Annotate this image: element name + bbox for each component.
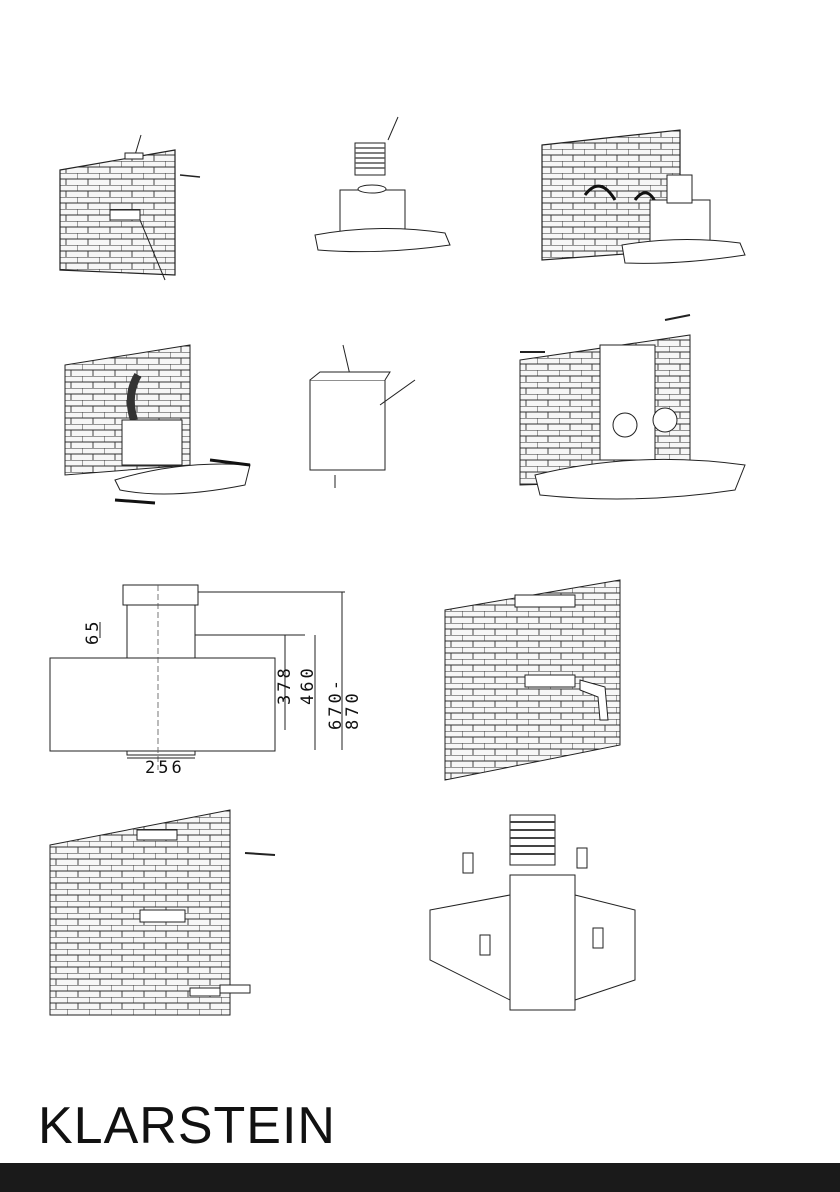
step-9-wall-plugs [45, 805, 285, 1015]
footer-bar [0, 1163, 840, 1192]
screw-icon [480, 935, 490, 955]
screw-icon [665, 315, 690, 320]
screw-icon [593, 928, 603, 948]
chimney-mounted-illustration [515, 310, 775, 515]
step-10-exploded-hood [425, 810, 640, 1020]
exploded-hood-illustration [425, 810, 640, 1020]
hood-illustration [310, 115, 460, 270]
screw-icon [463, 853, 473, 873]
dimension-670-870: 670-870 [328, 677, 362, 730]
step-2-hood-duct [310, 115, 460, 270]
chimney-cover-illustration [305, 340, 425, 515]
wall-plugs-illustration [45, 805, 285, 1015]
dimension-378: 378 [277, 665, 294, 705]
hang-hood-illustration [540, 125, 770, 275]
duct-icon [510, 815, 555, 865]
step-8-wall-drilling [440, 575, 635, 780]
glass-install-illustration [60, 340, 260, 515]
dimension-256: 256 [145, 760, 185, 777]
step-4-glass-install [60, 340, 260, 515]
dimension-460: 460 [300, 665, 317, 705]
dimension-65: 65 [85, 619, 102, 645]
brick-wall-illustration [55, 125, 275, 295]
screw-icon [245, 853, 275, 855]
step-3-hang-hood [540, 125, 770, 275]
dimension-drawing: 65 378 460 670-870 256 [45, 570, 365, 785]
arrow-icon [115, 500, 155, 503]
brand-logo-text: KLARSTEIN [38, 1100, 336, 1152]
wall-drilling-illustration [440, 575, 635, 780]
duct-icon [355, 143, 385, 175]
step-1-wall-bracket [55, 125, 275, 295]
pointer-line [135, 135, 141, 155]
screw-icon [577, 848, 587, 868]
step-5-chimney-cover [305, 340, 425, 515]
step-6-chimney-mounted [515, 310, 775, 515]
screw-icon [180, 175, 200, 177]
